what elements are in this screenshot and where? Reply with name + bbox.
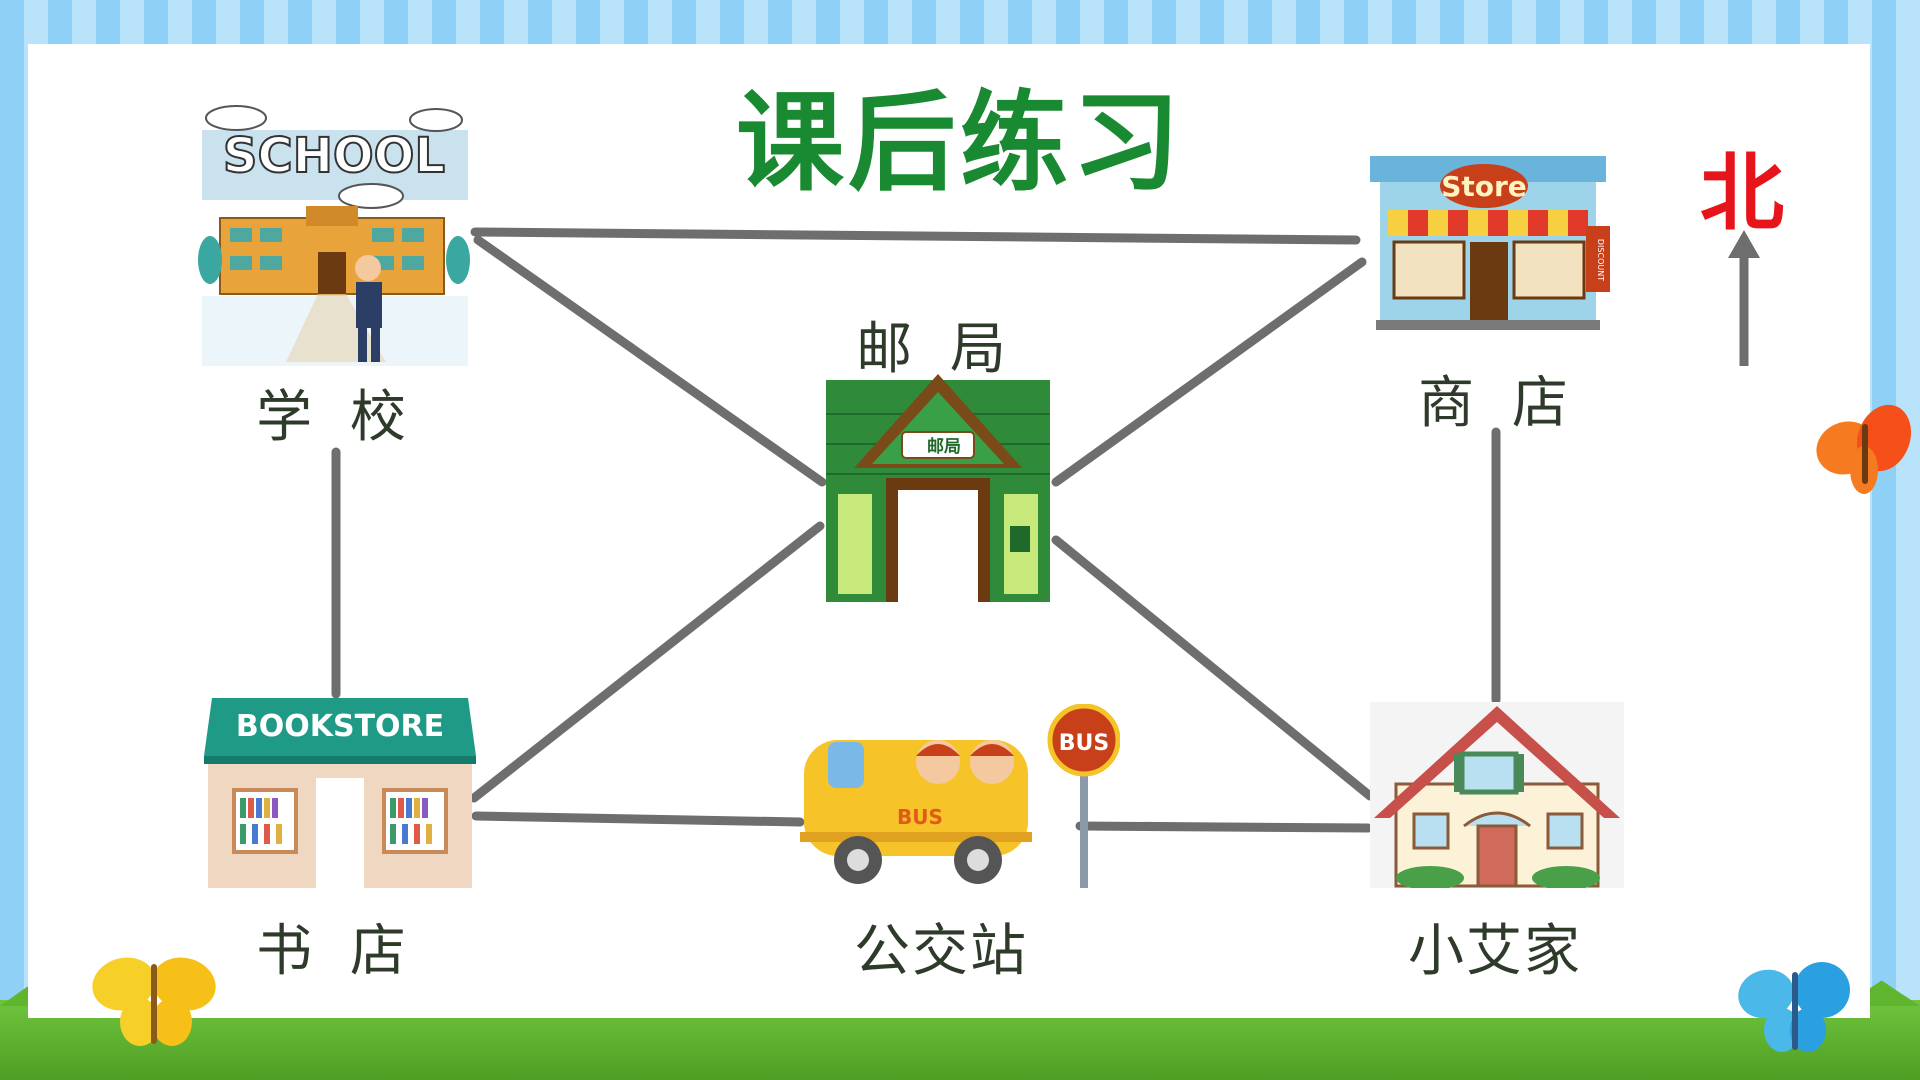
yellow-butterfly-icon xyxy=(92,957,216,1046)
bookstore-sign: BOOKSTORE xyxy=(236,709,444,744)
store-label: 商 店 xyxy=(1418,371,1578,436)
bookstore-image: BOOKSTORE xyxy=(204,698,476,888)
bus-station-label: 公交站 xyxy=(854,919,1028,984)
page-title: 课后练习 xyxy=(735,81,1184,206)
road-school-store xyxy=(470,227,1361,245)
post-office-image: 邮局 xyxy=(826,374,1050,602)
store-sign: Store xyxy=(1441,170,1527,203)
post-office-sign: 邮局 xyxy=(927,436,961,457)
bookstore-label: 书 店 xyxy=(256,919,416,984)
road-postoffice-store xyxy=(1051,257,1367,487)
store-side-sign: DISCOUNT xyxy=(1596,239,1605,281)
road-postoffice-bookstore xyxy=(469,521,825,803)
store-image: Store DISCOUNT xyxy=(1370,156,1610,330)
home-label: 小艾家 xyxy=(1408,919,1582,984)
bus-text: BUS xyxy=(897,805,943,829)
orange-butterfly-icon xyxy=(1816,404,1912,494)
home-image xyxy=(1370,702,1624,888)
road-bookstore-bus xyxy=(471,811,805,827)
road-postoffice-home xyxy=(1051,535,1375,801)
blue-butterfly-icon xyxy=(1738,962,1850,1052)
bus-stop-sign: BUS xyxy=(1059,731,1109,756)
school-label: 学 校 xyxy=(256,385,416,450)
road-school-postoffice xyxy=(473,235,827,487)
school-sign: SCHOOL xyxy=(223,128,445,184)
school-image: SCHOOL xyxy=(198,105,470,366)
north-label: 北 xyxy=(1700,144,1785,242)
bus-station-image: BUS BUS xyxy=(800,704,1120,888)
post-office-label: 邮 局 xyxy=(856,317,1016,382)
road-bus-home xyxy=(1075,821,1373,833)
north-arrow-icon xyxy=(1728,230,1760,366)
